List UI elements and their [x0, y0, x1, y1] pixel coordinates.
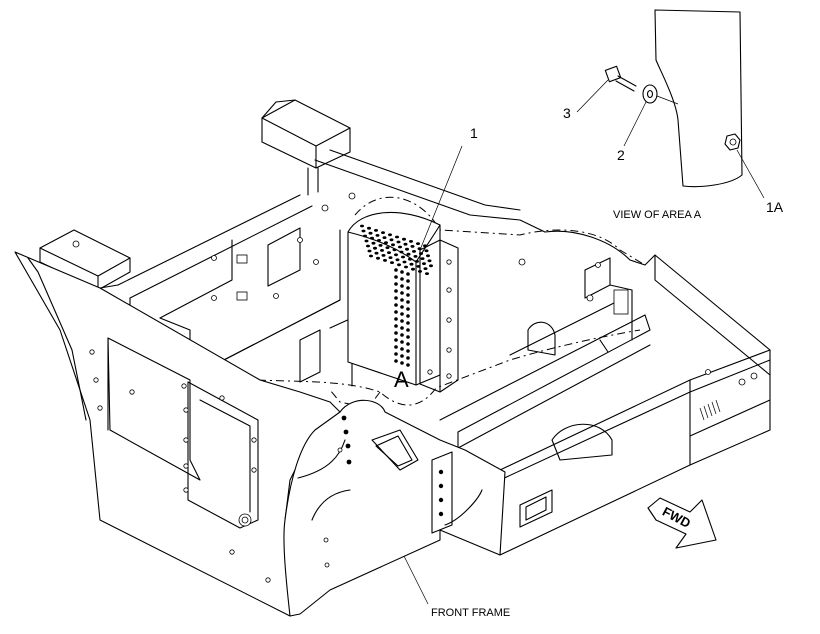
detail-panel-outline	[654, 9, 743, 188]
bolt-part-3	[604, 65, 637, 92]
right-cross-member	[439, 230, 771, 449]
leader-part-2	[623, 101, 647, 147]
rear-upper-rail	[99, 149, 546, 299]
perforated-screen-part-1	[347, 211, 459, 393]
hidden-edge-outline	[257, 196, 646, 409]
left-wall-bolts	[89, 349, 271, 583]
upper-left-block	[261, 99, 351, 196]
leader-part-3	[576, 79, 609, 113]
perforation-pattern	[360, 224, 433, 367]
leader-front-frame	[403, 555, 429, 605]
area-a-marker: A	[394, 367, 409, 392]
callout-2: 2	[617, 147, 625, 163]
leader-part-1	[419, 145, 463, 251]
right-beam	[499, 349, 771, 556]
vent-slots	[699, 399, 721, 421]
fwd-arrow-icon: FWD	[647, 497, 717, 549]
callout-1a: 1A	[766, 199, 784, 215]
nut-part-1a	[724, 133, 741, 151]
front-frame-caption: FRONT FRAME	[431, 607, 510, 619]
front-plate	[283, 399, 506, 617]
callout-1: 1	[470, 125, 478, 141]
leader-part-1a	[736, 149, 765, 199]
front-frame-assembly: 1 A FRONT FRAME	[14, 99, 771, 619]
callout-3: 3	[563, 105, 571, 121]
view-of-area-caption: VIEW OF AREA A	[613, 209, 702, 221]
left-side-wall	[14, 251, 341, 617]
washer-part-2	[642, 84, 679, 105]
detail-view-area-a: 3 2 1A VIEW OF AREA A	[563, 9, 784, 221]
